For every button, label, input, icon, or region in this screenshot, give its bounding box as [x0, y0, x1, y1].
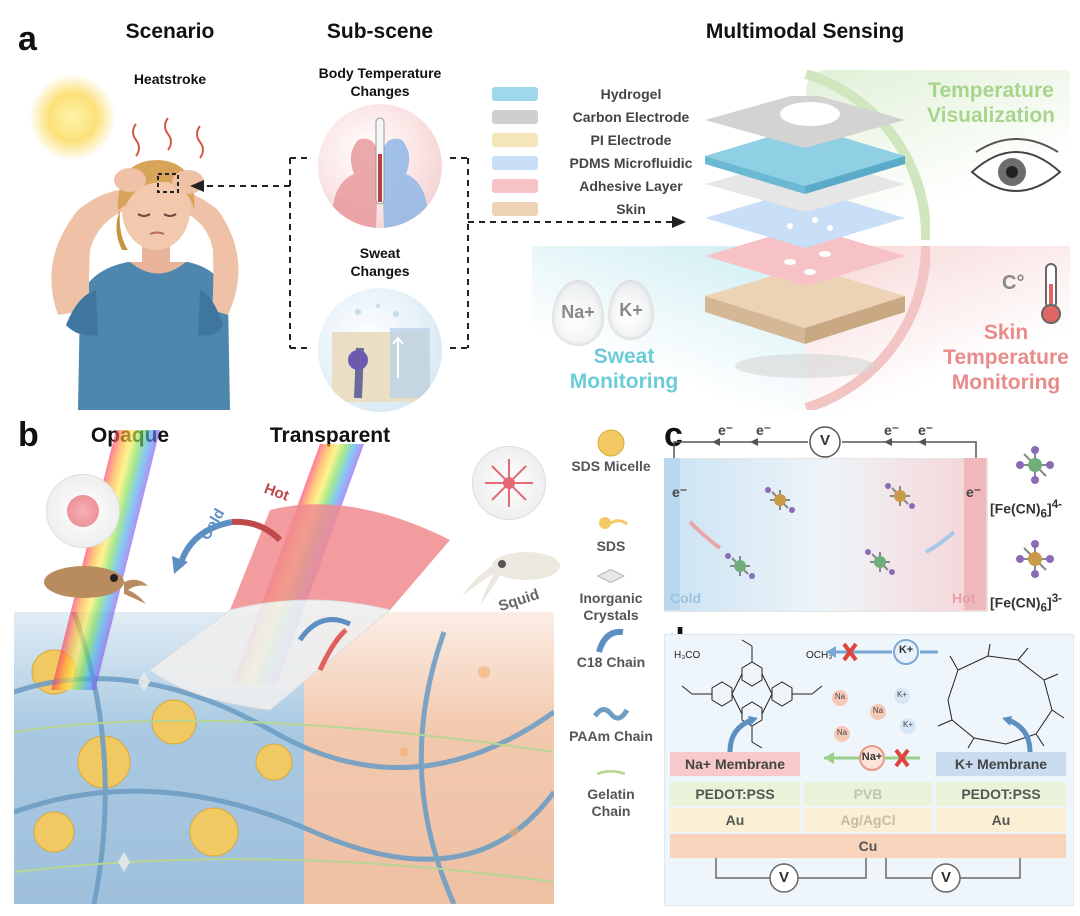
- fe-cn6-3-icon: [1010, 534, 1060, 584]
- layer-legend-item: Carbon Electrode: [492, 105, 712, 128]
- temperature-visualization-label: Temperature Visualization: [906, 78, 1076, 128]
- small-k-1: K+: [894, 690, 910, 699]
- material-legend-label: C18 Chain: [577, 654, 645, 671]
- hot-electrode: [964, 458, 986, 610]
- pedot-left-layer: PEDOT:PSS: [670, 782, 800, 806]
- transparent-chromatophore-bulb: [472, 446, 546, 520]
- sensor-layer-stack: [690, 96, 920, 396]
- electron-label-2: e⁻: [756, 422, 771, 439]
- material-legend-item: Inorganic Crystals: [568, 562, 654, 624]
- au-left-layer: Au: [670, 808, 800, 832]
- electron-label-4: e⁻: [918, 422, 933, 439]
- material-legend-label: PAAm Chain: [569, 728, 653, 745]
- hydrogel-film: [120, 470, 500, 720]
- scenario-header: Scenario: [100, 20, 240, 44]
- layer-legend-item: PI Electrode: [492, 128, 712, 151]
- gelatin-chain-icon: [591, 760, 631, 786]
- panel-b-label: b: [18, 416, 39, 455]
- celsius-label: C°: [1002, 272, 1024, 295]
- opaque-chromatophore-bulb: [46, 474, 120, 548]
- layer-legend-item: Skin: [492, 197, 712, 220]
- body-temperature-circle: [318, 104, 442, 228]
- layer-swatch: [492, 133, 538, 147]
- agagcl-layer: Ag/AgCl: [804, 808, 932, 832]
- na-drop-label: Na+: [552, 302, 604, 323]
- small-na-1: Na: [832, 692, 848, 701]
- paam-chain-icon: [591, 698, 631, 728]
- circuit-volt-c: V: [815, 432, 835, 449]
- layer-legend-label: Hydrogel: [550, 86, 712, 102]
- heatstroke-label: Heatstroke: [110, 70, 230, 88]
- material-legend-label: Inorganic Crystals: [568, 590, 654, 624]
- layer-swatch: [492, 202, 538, 216]
- subscene-header: Sub-scene: [300, 20, 460, 44]
- electron-label-3: e⁻: [884, 422, 899, 439]
- c18-chain-icon: [591, 624, 631, 654]
- crystal-icon: [591, 562, 631, 590]
- material-legend-item: SDS Micelle: [568, 428, 654, 508]
- layer-swatch: [492, 179, 538, 193]
- sds-icon: [591, 508, 631, 538]
- fe-cn6-3-label: [Fe(CN)6]3-: [990, 592, 1062, 614]
- cu-layer: Cu: [670, 834, 1066, 858]
- skin-temperature-monitoring-label: Skin Temperature Monitoring: [936, 320, 1076, 395]
- membrane-arrows: [700, 716, 1060, 756]
- layer-legend-label: Skin: [550, 201, 712, 217]
- redox-molecules: [680, 462, 964, 608]
- pedot-right-layer: PEDOT:PSS: [936, 782, 1066, 806]
- material-legend-item: PAAm Chain: [568, 698, 654, 760]
- small-na-2: Na: [870, 706, 886, 715]
- pvb-layer: PVB: [804, 782, 932, 806]
- panel-d-circuit: [670, 858, 1066, 906]
- methoxy-label-1: H₃CO: [674, 650, 700, 661]
- micelle-icon: [591, 428, 631, 458]
- layer-swatch: [492, 156, 538, 170]
- thermometer-icon: [1036, 262, 1066, 326]
- sweat-changes-circle: [318, 288, 442, 412]
- layer-legend-label: PDMS Microfluidic: [550, 155, 712, 171]
- electron-label-hot: e⁻: [966, 484, 981, 501]
- layer-legend-item: Adhesive Layer: [492, 174, 712, 197]
- layer-swatch: [492, 110, 538, 124]
- layer-legend-label: Carbon Electrode: [550, 109, 712, 125]
- material-legend-item: SDS: [568, 508, 654, 562]
- layer-legend-item: PDMS Microfluidic: [492, 151, 712, 174]
- au-right-layer: Au: [936, 808, 1066, 832]
- fe-cn6-4-icon: [1010, 440, 1060, 490]
- material-legend-label: Gelatin Chain: [568, 786, 654, 820]
- cold-electrode: [664, 458, 680, 610]
- layer-legend-label: PI Electrode: [550, 132, 712, 148]
- body-temp-label: Body Temperature Changes: [300, 64, 460, 100]
- k-ion-top-label: K+: [896, 644, 916, 656]
- layer-legend-item: Hydrogel: [492, 82, 712, 105]
- eye-icon: [966, 132, 1066, 212]
- circuit-volt-d-right: V: [936, 869, 956, 886]
- material-legend-label: SDS Micelle: [571, 458, 650, 475]
- panel-a-label: a: [18, 20, 37, 59]
- material-legend-item: Gelatin Chain: [568, 760, 654, 820]
- material-legend-label: SDS: [597, 538, 626, 555]
- k-drop-label: K+: [608, 300, 654, 321]
- fe-cn6-4-label: [Fe(CN)6]4-: [990, 498, 1062, 520]
- multimodal-header: Multimodal Sensing: [660, 20, 950, 44]
- sweat-monitoring-label: Sweat Monitoring: [554, 344, 694, 394]
- electron-label-1: e⁻: [718, 422, 733, 439]
- layer-swatch: [492, 87, 538, 101]
- circuit-volt-d-left: V: [774, 869, 794, 886]
- cuttlefish-icon: [40, 556, 150, 612]
- layer-legend-label: Adhesive Layer: [550, 178, 712, 194]
- material-legend-item: C18 Chain: [568, 624, 654, 698]
